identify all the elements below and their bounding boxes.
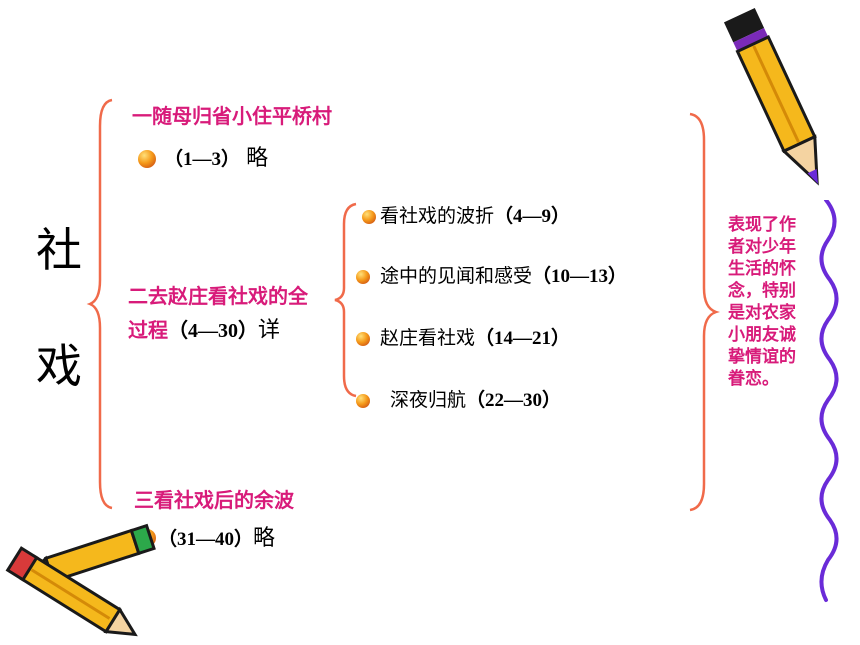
summary-line: 小朋友诚 xyxy=(728,325,796,345)
section2-item-text: 深夜归航 xyxy=(390,389,467,411)
section2-treatment: 详 xyxy=(258,318,281,343)
section2-item-text: 途中的见闻和感受 xyxy=(380,265,533,287)
section2-heading-line1: 二去赵庄看社戏的全 xyxy=(128,284,308,308)
right-brace xyxy=(689,112,720,512)
section1-range: （1—3） xyxy=(164,149,241,170)
section3-heading: 三看社戏后的余波 xyxy=(134,488,294,512)
title-char-1: 社 xyxy=(36,223,82,277)
section2-item-range: （22—30） xyxy=(466,390,562,411)
summary-line: 挚情谊的 xyxy=(728,347,796,367)
bullet-icon xyxy=(356,394,370,408)
summary-line: 者对少年 xyxy=(728,237,796,257)
section2-item-1: 看社戏的波折（4—9） xyxy=(362,201,570,228)
wavy-border xyxy=(819,200,839,602)
section2-range: （4—30） xyxy=(168,320,258,342)
section2-item-text: 看社戏的波折 xyxy=(380,205,495,227)
section2-heading-line2: 过程（4—30）详 xyxy=(128,312,280,344)
section1-treatment: 略 xyxy=(246,146,269,171)
section2-item-text: 赵庄看社戏 xyxy=(380,327,476,349)
section2-item-range: （4—9） xyxy=(494,206,571,227)
summary-line: 念，特别 xyxy=(728,281,796,301)
title-char-2: 戏 xyxy=(36,339,82,393)
section2-heading-text: 过程 xyxy=(128,318,168,342)
section2-item-range: （10—13） xyxy=(532,266,628,287)
summary-line: 是对农家 xyxy=(728,303,796,323)
bullet-icon xyxy=(356,332,370,346)
main-left-brace xyxy=(86,98,113,510)
section3-range: （31—40） xyxy=(158,529,254,550)
section2-item-2: 途中的见闻和感受（10—13） xyxy=(356,261,627,288)
sub-left-brace xyxy=(334,202,357,398)
bullet-icon xyxy=(362,210,376,224)
section1-heading: 一随母归省小住平桥村 xyxy=(132,104,332,128)
pencil-icon xyxy=(723,8,819,186)
section2-item-3: 赵庄看社戏（14—21） xyxy=(356,323,570,350)
section2-item-range: （14—21） xyxy=(475,328,571,349)
section2-item-4: 深夜归航（22—30） xyxy=(356,385,561,412)
section1-detail: （1—3） 略 xyxy=(138,140,268,172)
summary-line: 生活的怀 xyxy=(728,259,796,279)
summary-line: 表现了作 xyxy=(728,215,796,235)
summary-line: 眷恋。 xyxy=(728,369,779,389)
section3-treatment: 略 xyxy=(253,526,276,551)
summary-text: 表现了作 者对少年 生活的怀 念，特别 是对农家 小朋友诚 挚情谊的 眷恋。 xyxy=(728,214,824,390)
bullet-icon xyxy=(356,270,370,284)
pencil-pair-icon xyxy=(5,523,156,637)
bullet-icon xyxy=(138,150,156,168)
